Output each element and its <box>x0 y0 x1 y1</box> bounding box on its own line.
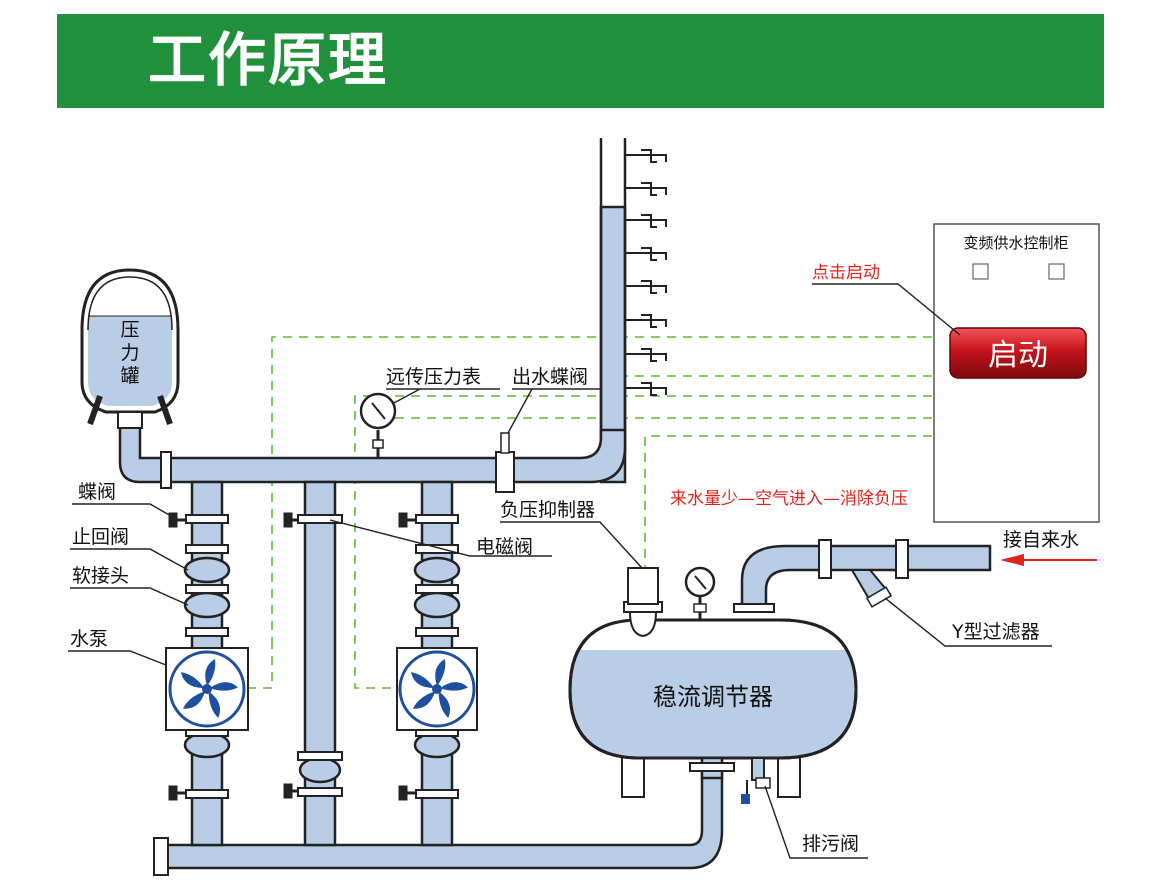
gauge-leader <box>386 388 500 405</box>
impeller-icon <box>180 659 239 718</box>
stabilizer-label: 稳流调节器 <box>653 683 773 711</box>
drain-leader <box>764 785 868 859</box>
drain-label: 排污阀 <box>802 833 859 855</box>
stabilizer-pressure-gauge <box>684 566 716 620</box>
inlet-flange-1 <box>818 539 832 579</box>
start-button[interactable]: 启动 <box>949 327 1087 379</box>
butterfly-valve-leader <box>72 503 179 521</box>
suppressor-leader <box>500 521 643 569</box>
click-start-hint: 点击启动 <box>812 263 880 283</box>
tank-label-1: 压 <box>120 319 139 341</box>
page-title: 工作原理 <box>148 26 389 94</box>
pump-label: 水泵 <box>70 628 108 650</box>
inlet-pipe <box>740 544 992 608</box>
start-button-label: 启动 <box>988 338 1048 373</box>
butterfly-valve-handles <box>168 512 416 801</box>
negative-pressure-note: 来水量少—空气进入—消除负压 <box>670 489 908 509</box>
pump-leader <box>68 650 167 666</box>
butterfly-valve-label: 蝶阀 <box>78 481 116 503</box>
inlet-arrow-icon <box>1000 554 1097 566</box>
click-hint-leader <box>812 283 961 336</box>
filter-leader <box>884 597 1052 647</box>
soft-joint-leader <box>70 587 189 606</box>
title-banner <box>57 14 1104 108</box>
outlet-butterfly-valve <box>495 432 515 493</box>
pump-1 <box>165 647 249 731</box>
solenoid-leader <box>329 519 552 557</box>
outlet-valve-leader <box>507 388 600 434</box>
pressure-tank: 压 力 罐 <box>80 268 180 429</box>
soft-joints <box>183 556 461 784</box>
outlet-valve-label: 出水蝶阀 <box>512 366 588 388</box>
drain-valve <box>741 757 771 804</box>
remote-pressure-gauge <box>359 392 397 458</box>
cabinet-title: 变频供水控制柜 <box>963 234 1068 252</box>
header-flange <box>160 451 172 489</box>
cabinet-indicator-right <box>1048 263 1065 280</box>
y-filter <box>850 569 893 608</box>
solenoid-label: 电磁阀 <box>476 536 533 558</box>
inlet-flange-2 <box>895 539 909 579</box>
negative-pressure-suppressor <box>623 567 663 638</box>
suppressor-label: 负压抑制器 <box>500 499 595 521</box>
header-pipe <box>118 422 627 484</box>
impeller-icon <box>410 659 469 718</box>
inlet-tank-flange <box>733 603 775 613</box>
gauge-label: 远传压力表 <box>386 366 481 388</box>
control-signal-lines <box>245 336 932 689</box>
cabinet-indicator-left <box>972 263 989 280</box>
suction-flange <box>153 837 169 876</box>
bypass-pipe <box>303 480 337 847</box>
inlet-label: 接自来水 <box>1003 529 1079 551</box>
filter-label: Y型过滤器 <box>951 621 1040 643</box>
check-valve-label: 止回阀 <box>72 526 129 548</box>
tank-label-3: 罐 <box>120 365 139 387</box>
check-valve-leader <box>70 548 189 571</box>
faucets <box>625 149 667 396</box>
stabilizer-tank: 稳流调节器 <box>568 618 858 798</box>
soft-joint-label: 软接头 <box>72 565 129 587</box>
tank-label-2: 力 <box>120 342 139 364</box>
pump-2 <box>396 647 478 731</box>
stabilizer-outlet-flange <box>689 762 735 772</box>
